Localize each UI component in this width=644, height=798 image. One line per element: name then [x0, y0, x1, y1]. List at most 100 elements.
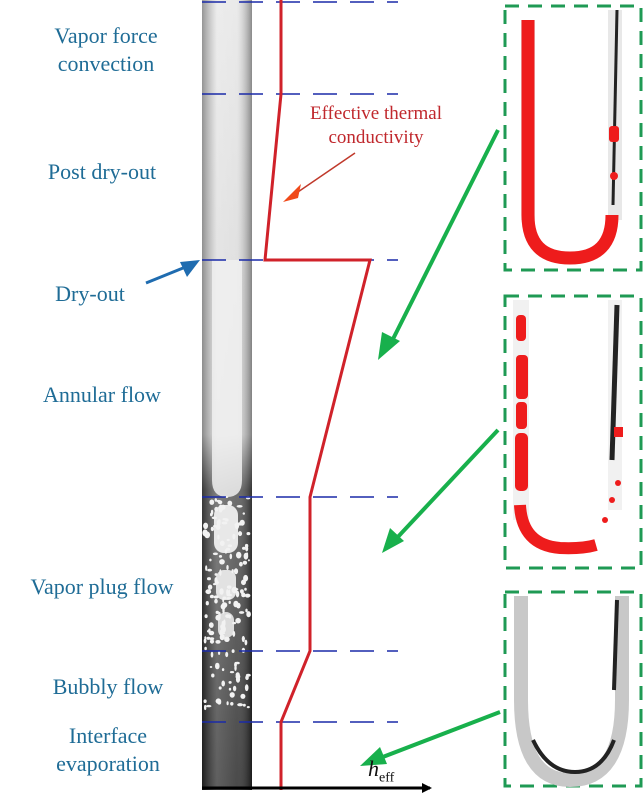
- bubble: [212, 552, 218, 556]
- bubble: [205, 601, 209, 606]
- bubble: [242, 512, 245, 515]
- bubble: [203, 522, 209, 529]
- bubble: [223, 619, 226, 627]
- bubble: [240, 693, 246, 699]
- annotation-line: conductivity: [328, 127, 424, 148]
- bubble: [215, 610, 219, 615]
- bubble: [225, 614, 231, 618]
- bubble: [219, 588, 224, 595]
- bubble: [202, 529, 208, 537]
- dry-out-arrow: [145, 264, 189, 285]
- bubble: [226, 538, 230, 542]
- bubble: [214, 506, 219, 512]
- bubble: [204, 646, 207, 651]
- bubble: [225, 549, 228, 552]
- bubble: [207, 584, 213, 590]
- bubble: [233, 588, 239, 591]
- bubble: [231, 569, 234, 574]
- bubble: [244, 587, 247, 591]
- bubble: [215, 524, 221, 530]
- bubble: [239, 519, 245, 526]
- bubble: [229, 553, 233, 560]
- label-line: Vapor plug flow: [30, 574, 174, 599]
- label-line: Vapor force: [54, 23, 158, 48]
- bubble: [203, 638, 207, 644]
- bubble: [243, 552, 249, 560]
- bubble: [222, 518, 228, 521]
- bubble: [232, 621, 237, 625]
- bubble: [242, 637, 245, 640]
- bubble: [210, 526, 214, 532]
- label-bubbly-flow: Bubbly flow: [18, 673, 198, 701]
- bubble: [227, 544, 233, 547]
- bubble: [226, 589, 229, 596]
- bubble: [218, 686, 222, 690]
- bubble: [236, 602, 241, 609]
- bubble: [215, 640, 221, 644]
- bubble: [229, 671, 235, 674]
- flow-tube: [202, 0, 252, 790]
- axis-subscript: eff: [379, 770, 395, 786]
- bubble: [209, 639, 215, 644]
- bubble: [209, 637, 215, 641]
- bubble: [234, 522, 240, 530]
- effective-thermal-conductivity-label: Effective thermal conductivity: [286, 102, 466, 150]
- label-interface-evaporation: Interface evaporation: [18, 722, 198, 778]
- annotation-line: Effective thermal: [309, 103, 443, 124]
- x-axis-label: heff: [368, 756, 394, 786]
- bubble: [208, 630, 215, 636]
- bubble: [204, 614, 208, 619]
- bubble: [232, 685, 237, 692]
- bubble: [236, 505, 243, 508]
- bubble: [235, 661, 240, 665]
- green-arrow-top: [378, 129, 500, 360]
- bubble: [235, 674, 241, 680]
- bubble: [233, 568, 239, 575]
- bubble: [234, 665, 237, 671]
- label-line: Dry-out: [55, 281, 125, 306]
- label-line: convection: [57, 51, 155, 76]
- bubble: [222, 596, 227, 600]
- bubbles: [202, 496, 251, 711]
- bubble: [229, 692, 235, 698]
- inset-bottom: [503, 590, 643, 788]
- bubble: [239, 561, 243, 567]
- bubble: [204, 704, 207, 711]
- inset-top: [503, 4, 643, 272]
- vapor-plug: [214, 505, 238, 553]
- bubble: [235, 590, 240, 598]
- bubble: [232, 533, 236, 540]
- bubble: [246, 532, 251, 536]
- bubble: [246, 611, 251, 618]
- bubble: [240, 589, 244, 594]
- bubble: [215, 662, 220, 670]
- annotation-arrow: [294, 152, 356, 195]
- axis-symbol: h: [368, 756, 379, 781]
- green-arrow-middle: [382, 428, 500, 553]
- bubble: [247, 559, 250, 562]
- label-vapor-plug-flow: Vapor plug flow: [2, 573, 202, 601]
- bubble: [217, 534, 220, 540]
- bubble: [231, 649, 235, 653]
- bubble: [203, 699, 207, 703]
- bubble: [237, 531, 243, 537]
- bubble: [217, 500, 223, 505]
- bubble: [221, 680, 225, 687]
- bubble: [241, 579, 246, 586]
- label-line: Bubbly flow: [52, 674, 164, 699]
- bubble: [208, 622, 214, 628]
- dry-out-arrowhead: [180, 260, 200, 277]
- bubble: [226, 597, 232, 600]
- bubble: [210, 509, 214, 515]
- annotation-arrowhead: [283, 184, 301, 202]
- bubble: [209, 666, 213, 668]
- bubble: [236, 551, 242, 559]
- bubble: [209, 499, 215, 505]
- bubble: [244, 593, 251, 598]
- bubble: [226, 701, 229, 706]
- label-line: Annular flow: [43, 382, 161, 407]
- bubble: [222, 626, 226, 633]
- bubble: [219, 569, 222, 576]
- bubble: [205, 589, 212, 595]
